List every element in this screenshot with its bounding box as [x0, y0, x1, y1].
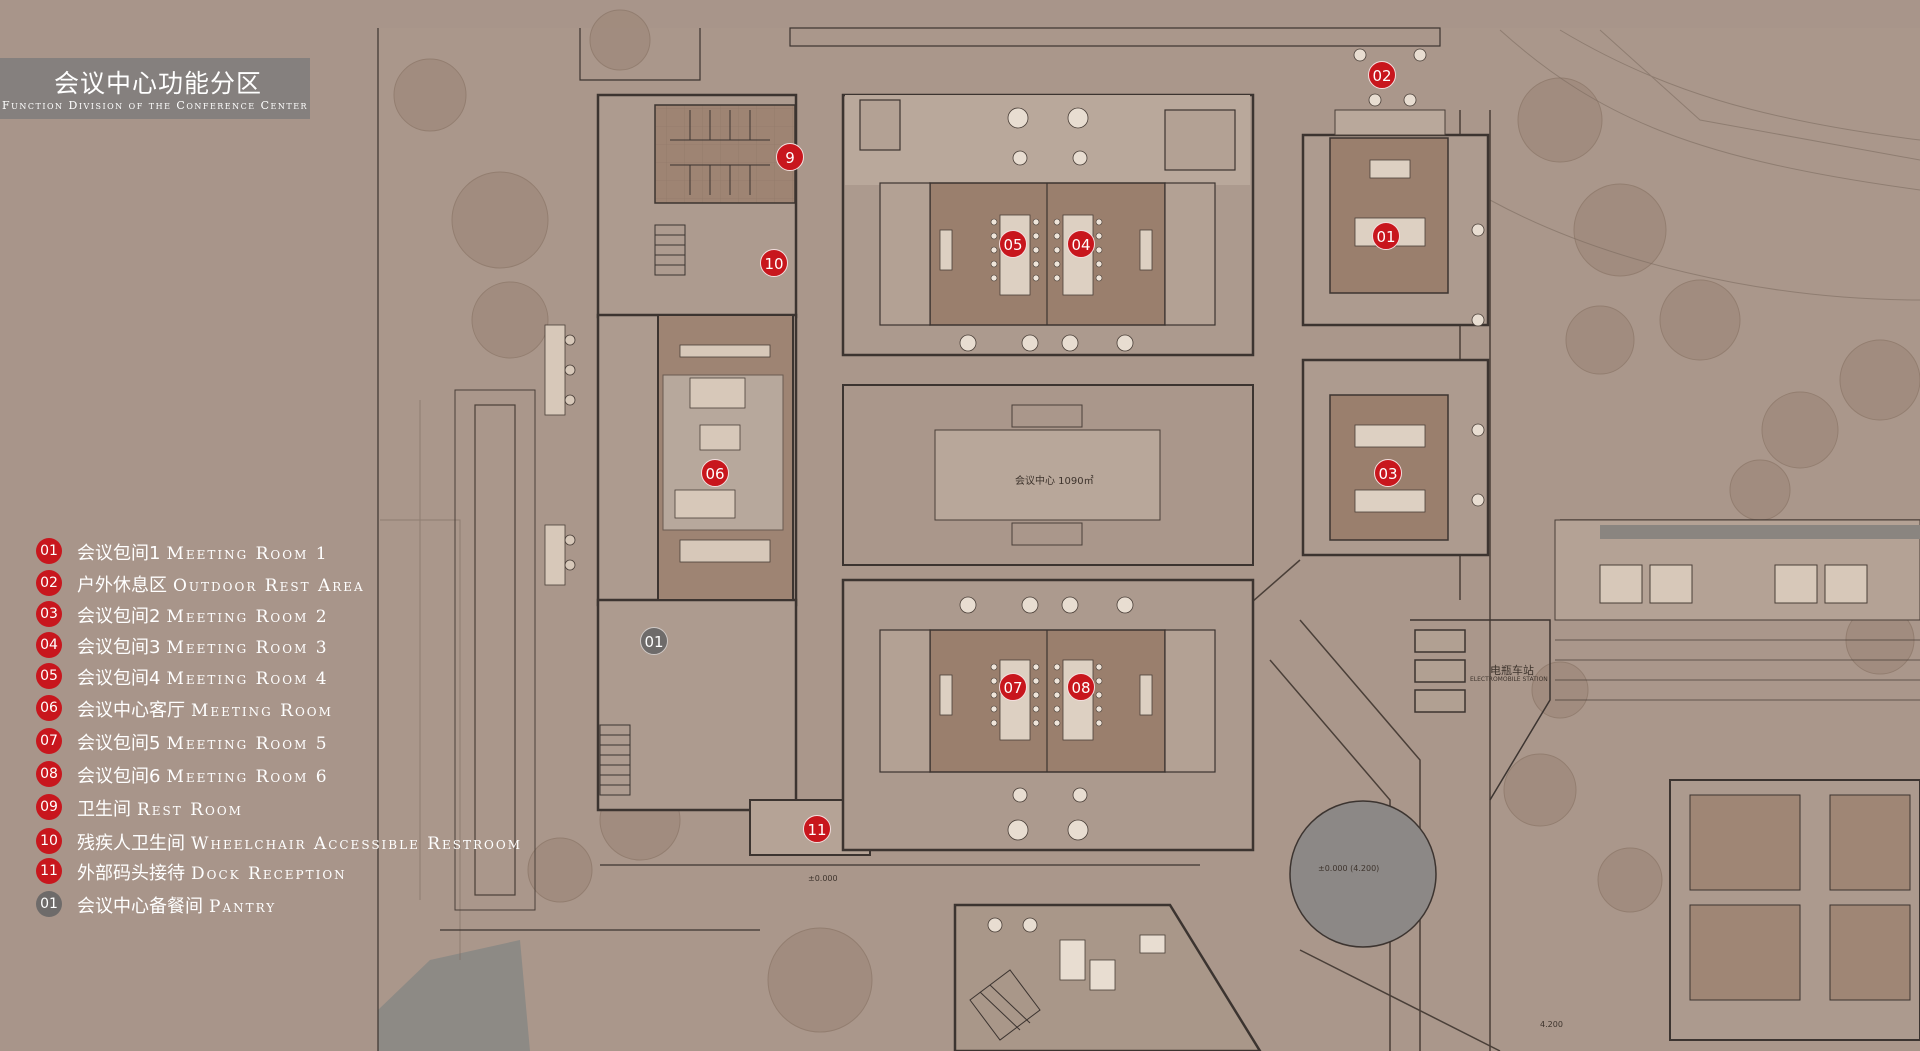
contours [380, 29, 1920, 960]
legend-badge: 07 [36, 728, 62, 754]
legend-badge: 09 [36, 794, 62, 820]
legend-label-en: Meeting Room 4 [166, 669, 329, 689]
legend-label-cn: 卫生间 [77, 799, 131, 820]
guest-terrace [1554, 519, 1920, 701]
toilet-block [1669, 779, 1920, 1041]
plan-label-station: 电瓶车站 [1490, 664, 1534, 677]
water-area [378, 940, 530, 1051]
lounge-seating [959, 107, 1134, 841]
legend-label-cn: 会议中心备餐间 [77, 896, 203, 917]
legend-label-cn: 会议包间3 [77, 637, 161, 658]
legend-label-en: Pantry [209, 897, 277, 917]
legend-label-en: Meeting Room 5 [166, 734, 329, 754]
legend-badge: 04 [36, 632, 62, 658]
legend-label-cn: 会议中心客厅 [77, 700, 185, 721]
marker-meeting-room-4: 05 [999, 230, 1027, 258]
plan-label-level: 4.200 [1540, 1020, 1563, 1029]
legend-label-en: Meeting Room 6 [166, 767, 329, 787]
marker-meeting-room-5: 07 [999, 673, 1027, 701]
marker-meeting-room-2: 03 [1374, 459, 1402, 487]
legend-badge: 10 [36, 828, 62, 854]
legend-badge: 11 [36, 858, 62, 884]
legend-label-cn: 会议包间2 [77, 606, 161, 627]
legend-badge: 02 [36, 570, 62, 596]
marker-meeting-room-3: 04 [1067, 230, 1095, 258]
marker-meeting-room: 06 [701, 459, 729, 487]
trees [393, 9, 1920, 1033]
legend-badge: 08 [36, 761, 62, 787]
legend-label-cn: 户外休息区 [77, 575, 167, 596]
title-banner: 会议中心功能分区 Function Division of the Confer… [0, 58, 310, 119]
legend-badge: 01 [36, 538, 62, 564]
legend-label-en: Meeting Room 2 [166, 607, 329, 627]
legend-label-cn: 会议包间6 [77, 766, 161, 787]
legend-label-en: Dock Reception [191, 864, 347, 884]
legend-label-en: Wheelchair Accessible Restroom [191, 834, 523, 854]
legend-label-en: Meeting Room 1 [166, 544, 329, 564]
marker-accessible-restroom: 10 [760, 249, 788, 277]
legend-label-cn: 会议包间1 [77, 543, 161, 564]
legend-label-en: Rest Room [137, 800, 243, 820]
plan-label-center-hall: 会议中心 1090㎡ [1015, 476, 1094, 487]
marker-rest-room: 9 [776, 143, 804, 171]
legend-badge: 01 [36, 891, 62, 917]
legend-badge: 06 [36, 695, 62, 721]
plan-label-level: ±0.000 [808, 874, 838, 883]
marker-pantry: 01 [640, 627, 668, 655]
plan-label-level: ±0.000 (4.200) [1318, 864, 1380, 873]
marker-dock-reception: 11 [803, 815, 831, 843]
electromobile-station [1414, 629, 1466, 713]
marker-outdoor-rest-area: 02 [1368, 61, 1396, 89]
legend-label-cn: 外部码头接待 [77, 863, 185, 884]
page-title: 会议中心功能分区 [54, 69, 263, 98]
legend-label-cn: 会议包间5 [77, 733, 161, 754]
legend-badge: 05 [36, 663, 62, 689]
legend-label-cn: 残疾人卫生间 [77, 833, 185, 854]
page-subtitle: Function Division of the Conference Cent… [2, 99, 309, 112]
plan-label-station-en: ELECTROMOBILE STATION [1470, 676, 1548, 683]
legend-label-cn: 会议包间4 [77, 668, 161, 689]
marker-meeting-room-1: 01 [1372, 222, 1400, 250]
legend-label-en: Meeting Room 3 [166, 638, 329, 658]
legend-badge: 03 [36, 601, 62, 627]
legend-label-en: Meeting Room [191, 701, 333, 721]
legend-label-en: Outdoor Rest Area [173, 576, 365, 596]
round-plaza [1289, 800, 1437, 948]
marker-meeting-room-6: 08 [1067, 673, 1095, 701]
